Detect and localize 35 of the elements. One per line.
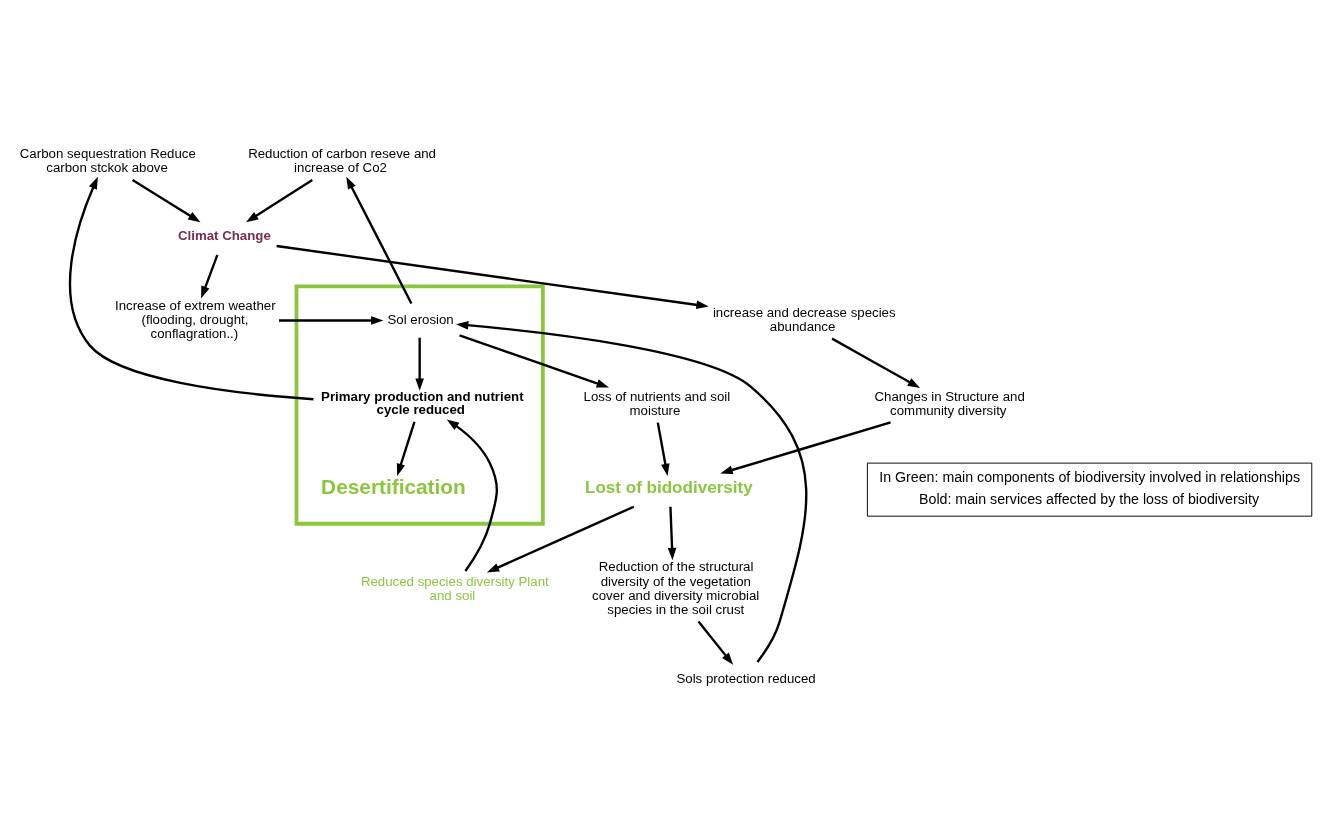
arrow (486, 505, 635, 573)
node-text: Desertification (321, 475, 466, 498)
arrow (656, 422, 670, 477)
node-text: Loss of nutrients and soil moisture (583, 388, 731, 418)
arrow (396, 421, 416, 476)
node-text: Increase of extrem weather (flooding, drought, conflagration..) (115, 297, 276, 342)
arrow (415, 337, 424, 391)
arrow (276, 244, 709, 310)
node-text: Reduced species diversity Plant and soil (360, 573, 549, 603)
arrow (667, 506, 677, 561)
arrow (68, 176, 314, 401)
label: In Green: main components of biodiversity involved in relationships (879, 469, 1301, 486)
arrow (446, 419, 498, 572)
arrow (279, 316, 384, 325)
node-text: Primary production and nutrient cycle reduced (321, 388, 524, 418)
node-text: Carbon sequestration Reduce carbon stckok above (19, 146, 196, 176)
node-text: Reduction of carbon reseve and increase of Co2 (248, 146, 436, 176)
arrow (720, 421, 891, 475)
cluster (294, 284, 545, 526)
node-text: Sols protection reduced (676, 670, 816, 686)
arrow (346, 176, 413, 304)
arrow (459, 334, 609, 388)
node-text: increase and decrease species abundance (712, 304, 896, 335)
arrow (245, 178, 313, 223)
arrow (697, 620, 734, 665)
node-text: Changes in Structure and community diversity (874, 388, 1025, 418)
node-text: Lost of bidodiversity (585, 477, 753, 497)
arrow (201, 254, 219, 299)
arrow (131, 178, 201, 223)
arrow (831, 337, 921, 388)
arrow (456, 320, 808, 663)
node-text: Climat Change (178, 228, 271, 244)
label: Bold: main services affected by the loss of biodiversity (919, 490, 1260, 507)
node-text: Sol erosion (387, 312, 454, 328)
node-text: Reduction of the structural diversity of the vegetation cover and diversity microbial species in the soil crust (592, 559, 760, 617)
